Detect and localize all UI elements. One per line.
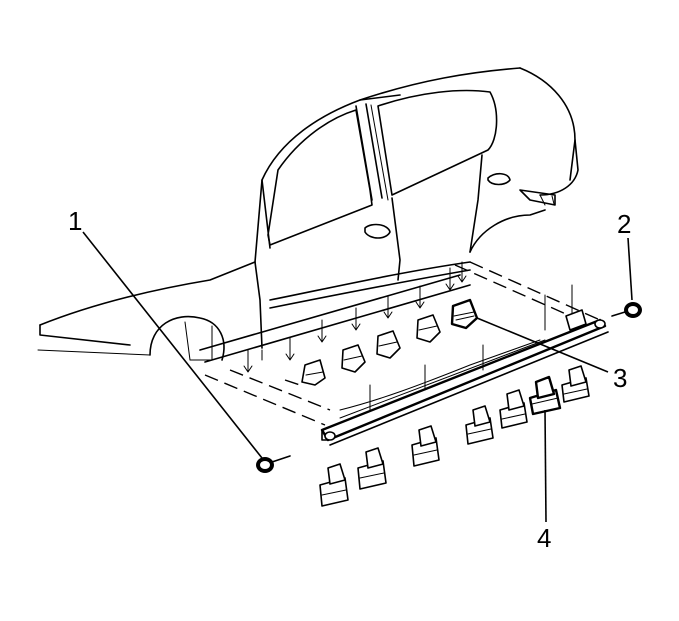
alignment-lines: [204, 261, 601, 426]
clip: [499, 389, 528, 429]
clip: [411, 425, 440, 467]
callout-2: 2: [617, 209, 631, 239]
clip: [565, 309, 587, 331]
callout-4: 4: [537, 523, 551, 553]
leader-lines: [82, 231, 633, 523]
clip: [376, 330, 401, 359]
fastener-1-icon: [256, 455, 291, 473]
clip: [341, 344, 366, 373]
callout-1: 1: [68, 206, 82, 236]
fastener-2-icon: [611, 302, 642, 318]
clip: [416, 314, 441, 343]
car-body: [37, 67, 579, 363]
clip-4: [528, 375, 562, 416]
clip: [465, 405, 494, 445]
clip: [301, 359, 326, 386]
rocker-molding: [320, 318, 609, 446]
clip: [561, 365, 590, 403]
clip-3: [450, 298, 479, 330]
clip: [319, 463, 349, 507]
body-clips: [301, 298, 587, 386]
callout-3: 3: [613, 363, 627, 393]
loose-clips: [319, 365, 590, 507]
clip: [357, 447, 387, 490]
